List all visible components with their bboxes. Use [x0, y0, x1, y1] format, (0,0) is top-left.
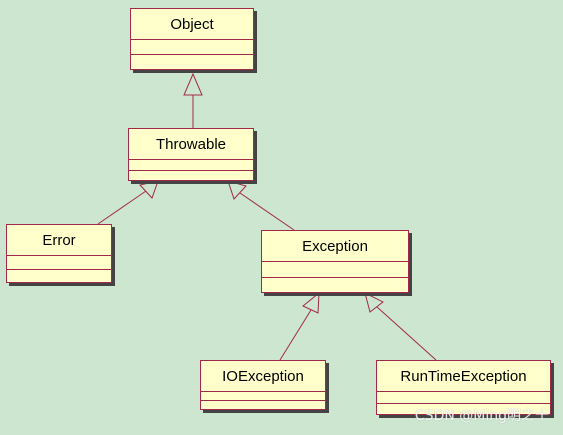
- class-name: IOException: [201, 361, 325, 392]
- attributes-section: [129, 160, 253, 171]
- class-runtimeexception[interactable]: RunTimeException: [376, 360, 551, 415]
- edge-runtimeexception-exception: [376, 306, 437, 361]
- class-object[interactable]: Object: [130, 8, 254, 70]
- methods-section: [7, 270, 111, 283]
- attributes-section: [7, 256, 111, 270]
- class-name: Exception: [262, 231, 408, 262]
- arrowhead-throwable-right: [227, 180, 247, 200]
- class-name: RunTimeException: [377, 361, 550, 392]
- class-throwable[interactable]: Throwable: [128, 128, 254, 181]
- attributes-section: [262, 262, 408, 278]
- class-name: Throwable: [129, 129, 253, 160]
- arrowhead-throwable-left: [139, 180, 159, 199]
- watermark: CSDN @Ming明之十: [414, 408, 549, 424]
- class-ioexception[interactable]: IOException: [200, 360, 326, 410]
- methods-section: [262, 278, 408, 293]
- attributes-section: [201, 392, 325, 401]
- attributes-section: [131, 40, 253, 55]
- class-name: Object: [131, 9, 253, 40]
- attributes-section: [377, 392, 550, 404]
- methods-section: [131, 55, 253, 69]
- arrowhead-exception-left: [302, 291, 320, 314]
- class-error[interactable]: Error: [6, 224, 112, 283]
- methods-section: [201, 401, 325, 409]
- methods-section: [129, 171, 253, 181]
- arrowhead-object: [183, 72, 203, 96]
- arrowhead-exception-right: [364, 292, 384, 313]
- class-exception[interactable]: Exception: [261, 230, 409, 293]
- edge-exception-throwable: [239, 192, 295, 231]
- edge-ioexception-exception: [279, 309, 312, 361]
- edge-error-throwable: [97, 190, 147, 225]
- class-name: Error: [7, 225, 111, 256]
